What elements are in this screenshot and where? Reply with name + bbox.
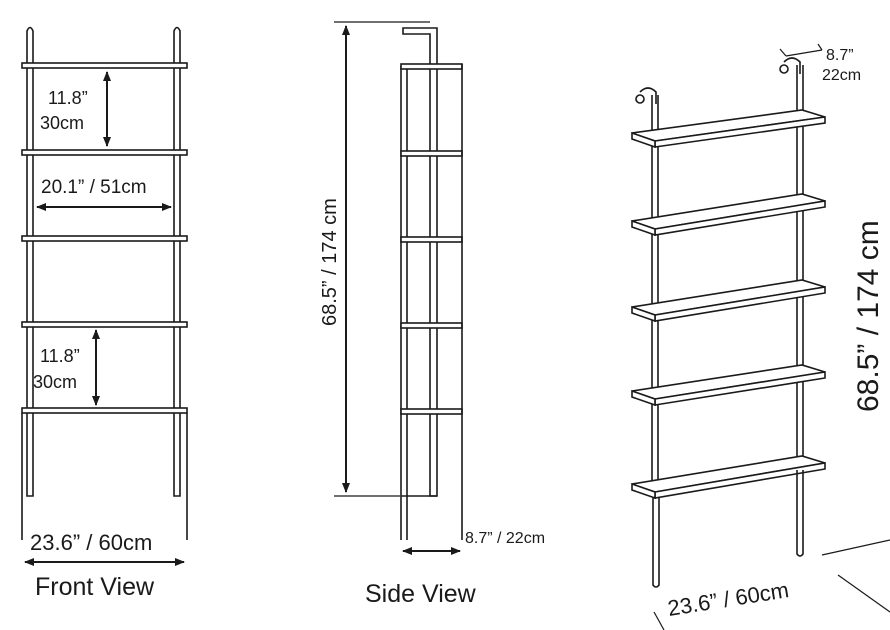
side-shelf-1 [400, 63, 463, 70]
front-bottom-gap-in: 11.8” [40, 346, 80, 366]
front-inner-width-label: 20.1” / 51cm [41, 177, 147, 198]
perspective-front-right-leg [796, 470, 804, 557]
perspective-shelf-1 [631, 109, 826, 149]
side-height-label: 68.5” / 174 cm [319, 198, 341, 326]
front-top-gap-cm: 30cm [40, 113, 84, 133]
front-shelf-2 [21, 149, 188, 156]
side-shelf-3 [400, 236, 463, 243]
perspective-front-left-leg [652, 498, 660, 588]
front-shelf-3 [21, 235, 188, 242]
left-wall-hook [635, 87, 657, 104]
perspective-width-label: 23.6” / 60cm [666, 577, 791, 621]
perspective-shelf-2 [631, 193, 826, 237]
side-view [400, 27, 463, 540]
front-right-upright [173, 26, 181, 497]
side-rear-upright [402, 27, 438, 497]
front-shelf-1 [21, 62, 188, 69]
side-shelf-2 [400, 150, 463, 157]
side-shelf-4 [400, 322, 463, 329]
perspective-shelf-5 [631, 455, 826, 500]
perspective-depth-cm: 22cm [822, 67, 861, 84]
front-shelf-4 [21, 321, 188, 328]
side-view-caption: Side View [365, 580, 477, 608]
front-view-caption: Front View [35, 573, 155, 601]
front-view [21, 26, 188, 540]
front-bottom-gap-cm: 30cm [33, 372, 77, 392]
perspective-width-line-upper [821, 539, 890, 556]
perspective-view [631, 57, 826, 588]
perspective-shelf-4 [631, 364, 826, 407]
front-shelf-5 [21, 407, 188, 414]
perspective-width-line-lower [837, 574, 890, 613]
perspective-height-label: 68.5” / 174 cm [852, 220, 885, 412]
side-depth-label: 8.7” / 22cm [465, 530, 545, 547]
perspective-depth-in: 8.7” [826, 47, 854, 64]
front-overall-width-label: 23.6” / 60cm [30, 530, 152, 555]
front-left-upright [26, 26, 34, 497]
right-wall-hook [779, 57, 801, 74]
side-shelf-5 [400, 408, 463, 415]
perspective-depth-line [785, 49, 823, 57]
front-top-gap-in: 11.8” [48, 88, 88, 108]
perspective-shelf-3 [631, 279, 826, 323]
